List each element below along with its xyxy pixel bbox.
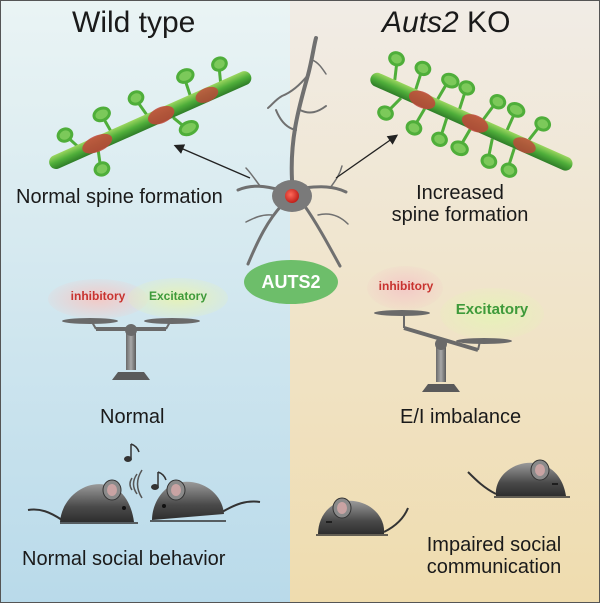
gene-name-italic: Auts2 — [382, 6, 459, 39]
right-panel-title: Auts2 KO — [382, 6, 510, 40]
sound-waves-icon — [129, 469, 143, 499]
impaired-behavior-label: Impaired social communication — [394, 534, 594, 579]
auts2-gene-label: AUTS2 — [261, 271, 321, 292]
imbalanced-scale-icon — [367, 266, 544, 392]
increased-spine-line2: spine formation — [391, 204, 529, 227]
normal-balance-label: Normal — [100, 406, 165, 428]
increased-spine-label: Increased spine formation — [380, 182, 540, 227]
auts2-gene-badge: AUTS2 — [244, 260, 338, 304]
balanced-scale-icon — [48, 278, 228, 380]
impaired-behavior-line1: Impaired social — [426, 534, 562, 556]
increased-dendrite-icon — [370, 51, 573, 178]
impaired-behavior-line2: communication — [426, 556, 562, 579]
mouse-left-2-icon — [150, 479, 261, 522]
left-excitatory-label: Excitatory — [148, 289, 208, 303]
mouse-right-2-icon — [316, 497, 409, 536]
mouse-left-1-icon — [27, 479, 138, 524]
knockout-suffix: KO — [458, 6, 511, 39]
mouse-right-1-icon — [467, 459, 570, 498]
left-panel-title: Wild type — [72, 6, 196, 39]
left-inhibitory-label: inhibitory — [70, 289, 126, 303]
right-excitatory-label: Excitatory — [455, 301, 529, 318]
right-inhibitory-label: inhibitory — [378, 279, 434, 293]
neuron-nucleus — [285, 189, 299, 203]
arrow-to-normal-spine — [173, 144, 251, 179]
imbalance-label: E/I imbalance — [400, 406, 522, 428]
music-note-icon — [124, 443, 167, 490]
increased-spine-line1: Increased — [416, 182, 504, 204]
normal-spine-label: Normal spine formation — [16, 186, 223, 208]
normal-dendrite-icon — [49, 56, 252, 177]
arrow-to-increased-spine — [335, 134, 399, 179]
normal-behavior-label: Normal social behavior — [22, 548, 226, 570]
